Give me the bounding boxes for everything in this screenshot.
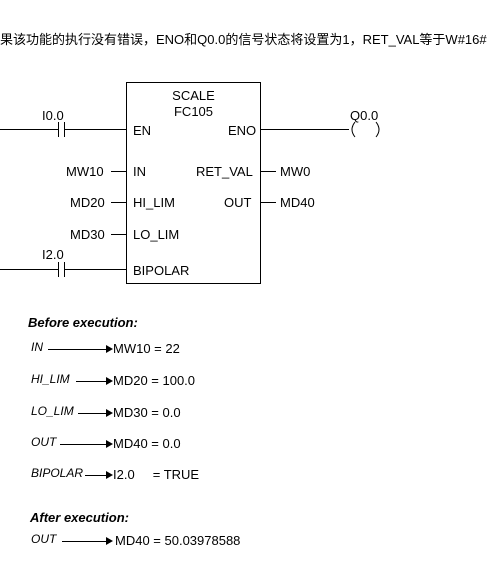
before-value: MD30 = 0.0 — [113, 405, 181, 420]
before-value: MD20 = 100.0 — [113, 373, 196, 388]
before-value: MW10 = 22 — [113, 341, 180, 356]
pin-en: EN — [133, 123, 152, 138]
arrow-head-icon — [106, 409, 113, 417]
arrow-line — [76, 381, 108, 382]
pin-bipolar: BIPOLAR — [133, 263, 190, 278]
out-operand: MD40 — [280, 195, 315, 210]
ret-val-operand: MW0 — [280, 164, 311, 179]
arrow-head-icon — [106, 377, 113, 385]
lo-lim-wire — [111, 234, 126, 235]
pin-in: IN — [133, 164, 146, 179]
before-param: BIPOLAR — [31, 466, 84, 480]
pin-ret-val: RET_VAL — [196, 164, 253, 179]
block-name: SCALE — [172, 88, 215, 103]
hi-lim-operand: MD20 — [70, 195, 105, 210]
ret-val-wire — [261, 171, 276, 172]
before-param: LO_LIM — [31, 404, 74, 418]
arrow-head-icon — [106, 440, 113, 448]
arrow-line — [62, 541, 108, 542]
after-param: OUT — [31, 532, 57, 546]
header-text: 果该功能的执行没有错误，ENO和Q0.0的信号状态将设置为1，RET_VAL等于… — [0, 32, 487, 47]
pin-out: OUT — [224, 195, 252, 210]
after-title: After execution: — [30, 510, 129, 525]
arrow-line — [78, 413, 108, 414]
lo-lim-operand: MD30 — [70, 227, 105, 242]
pin-eno: ENO — [228, 123, 257, 138]
bipolar-rung-right — [64, 269, 126, 270]
arrow-head-icon — [106, 471, 113, 479]
eno-coil-label: Q0.0 — [350, 108, 379, 123]
arrow-head-icon — [106, 345, 113, 353]
in-wire — [111, 171, 126, 172]
before-value: I2.0 = TRUE — [113, 467, 200, 482]
in-operand: MW10 — [66, 164, 104, 179]
bipolar-contact-label: I2.0 — [42, 247, 64, 262]
pin-hi-lim: HI_LIM — [133, 195, 175, 210]
before-param: OUT — [31, 435, 57, 449]
eno-rung — [261, 129, 349, 130]
before-value: MD40 = 0.0 — [113, 436, 181, 451]
after-value: MD40 = 50.03978588 — [115, 533, 241, 548]
before-param: IN — [31, 340, 43, 354]
block-number: FC105 — [173, 104, 214, 119]
arrow-line — [85, 475, 108, 476]
function-block — [126, 82, 261, 284]
bipolar-rung-left — [0, 269, 58, 270]
en-rung-left — [0, 129, 58, 130]
arrow-line — [48, 349, 108, 350]
bipolar-contact-left-bar — [58, 262, 59, 277]
before-param: HI_LIM — [31, 372, 70, 386]
out-wire — [261, 202, 276, 203]
en-contact-label: I0.0 — [42, 108, 64, 123]
coil-icon — [351, 121, 380, 138]
arrow-head-icon — [106, 537, 113, 545]
hi-lim-wire — [111, 202, 126, 203]
arrow-line — [60, 444, 108, 445]
en-contact-left-bar — [58, 122, 59, 137]
before-title: Before execution: — [28, 315, 138, 330]
pin-lo-lim: LO_LIM — [133, 227, 180, 242]
en-rung-right — [64, 129, 126, 130]
